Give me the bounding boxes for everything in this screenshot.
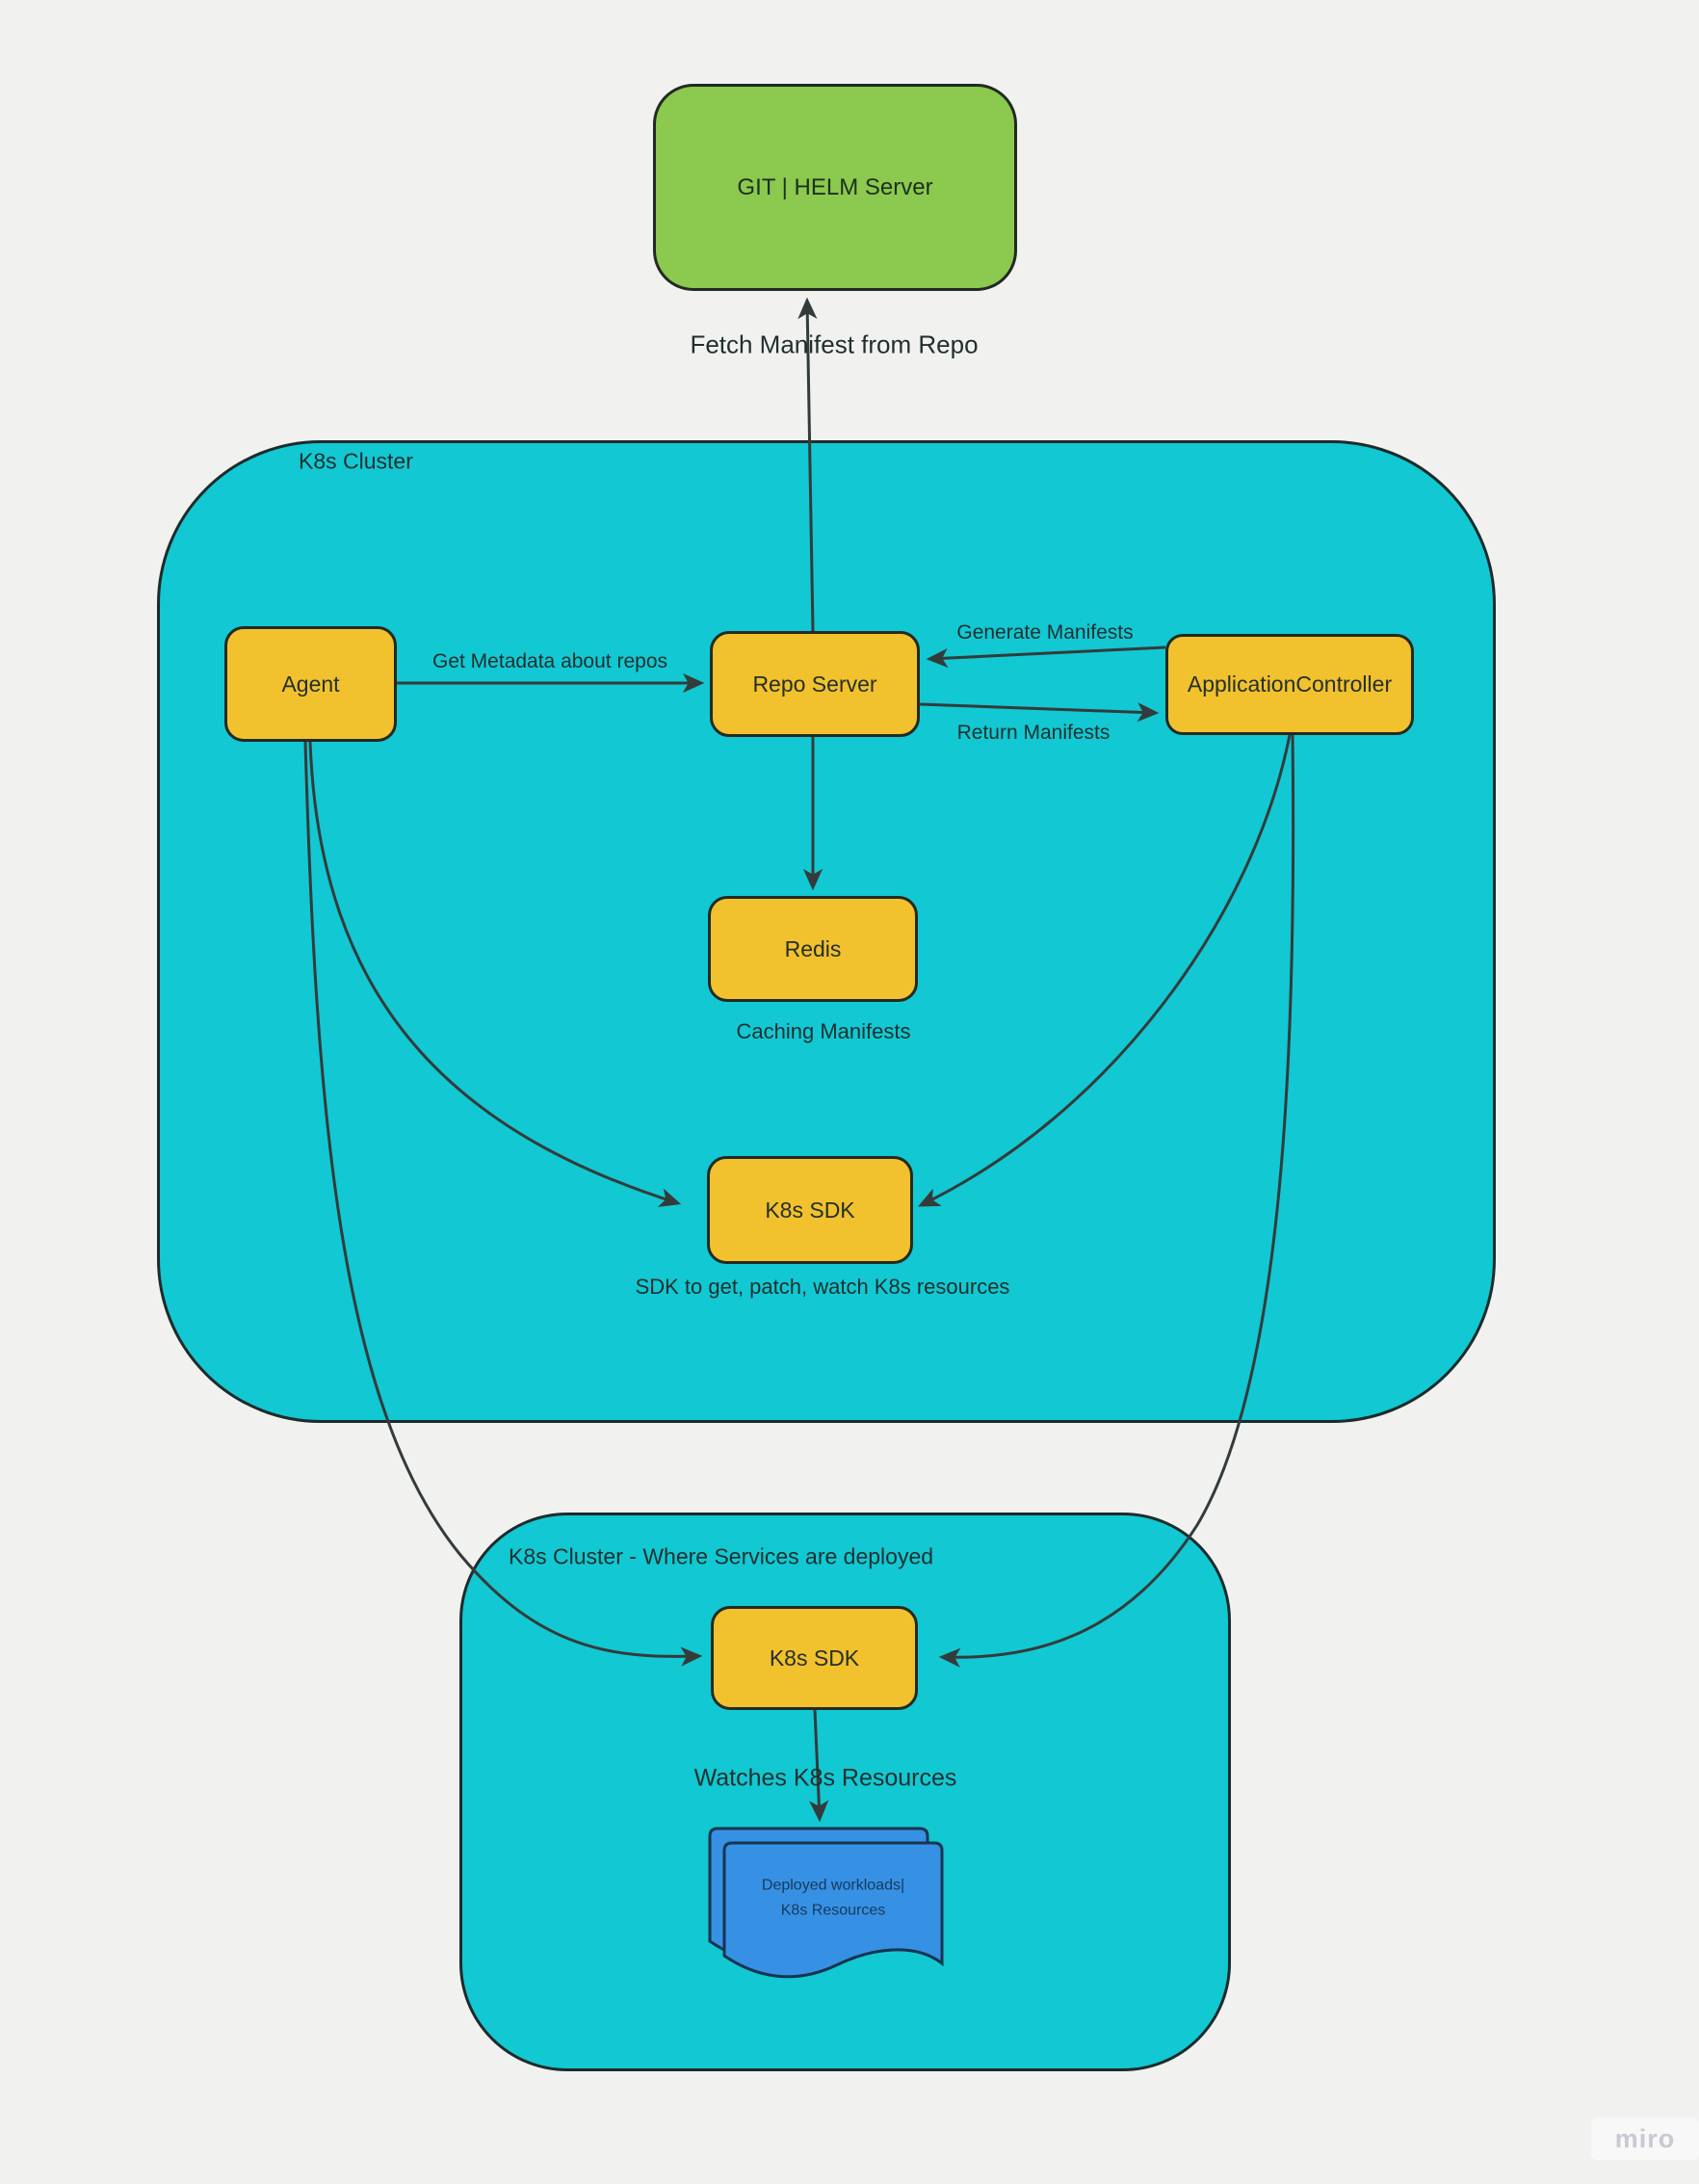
k8s-sdk-node-services-cluster[interactable]: K8s SDK — [711, 1606, 918, 1710]
sdk-purpose-note[interactable]: SDK to get, patch, watch K8s resources — [635, 1275, 1010, 1299]
control-cluster-title[interactable]: K8s Cluster — [299, 448, 413, 474]
edge-appcontroller-to-sdk1[interactable] — [917, 734, 1292, 1207]
edge-sdk2-to-workloads[interactable] — [809, 1709, 829, 1823]
deployed-workloads-line2: K8s Resources — [780, 1902, 886, 1918]
get-metadata-label[interactable]: Get Metadata about repos — [432, 650, 667, 672]
edge-repo-to-appcontroller[interactable] — [919, 702, 1160, 723]
edge-repo-to-git[interactable] — [797, 297, 818, 632]
k8s-services-cluster-shape[interactable] — [459, 1513, 1231, 2071]
redis-node[interactable]: Redis — [708, 896, 918, 1002]
deployed-workloads-line1: Deployed workloads| — [761, 1877, 905, 1894]
miro-logo: miro — [1591, 2118, 1699, 2160]
edge-appcontroller-to-sdk2[interactable] — [938, 734, 1295, 1668]
services-cluster-title[interactable]: K8s Cluster - Where Services are deploye… — [509, 1543, 934, 1569]
application-controller-node[interactable]: ApplicationController — [1165, 634, 1414, 735]
fetch-manifest-label[interactable]: Fetch Manifest from Repo — [690, 329, 979, 359]
generate-manifests-label[interactable]: Generate Manifests — [956, 621, 1134, 644]
caching-manifests-note[interactable]: Caching Manifests — [736, 1019, 911, 1043]
edge-agent-to-sdk2[interactable] — [303, 741, 703, 1667]
edge-appcontroller-to-repo[interactable] — [926, 645, 1166, 669]
document-shape-front[interactable] — [722, 1841, 944, 1979]
return-manifests-label[interactable]: Return Manifests — [956, 722, 1111, 744]
k8s-sdk-node-control-cluster[interactable]: K8s SDK — [707, 1156, 913, 1264]
watches-resources-note[interactable]: Watches K8s Resources — [693, 1764, 957, 1792]
deployed-workloads-text[interactable]: Deployed workloads| K8s Resources — [762, 1873, 904, 1922]
agent-node[interactable]: Agent — [224, 626, 397, 742]
repo-server-node[interactable]: Repo Server — [710, 631, 920, 737]
git-helm-server-node[interactable]: GIT | HELM Server — [653, 84, 1017, 291]
edge-agent-to-sdk1[interactable] — [308, 741, 682, 1207]
